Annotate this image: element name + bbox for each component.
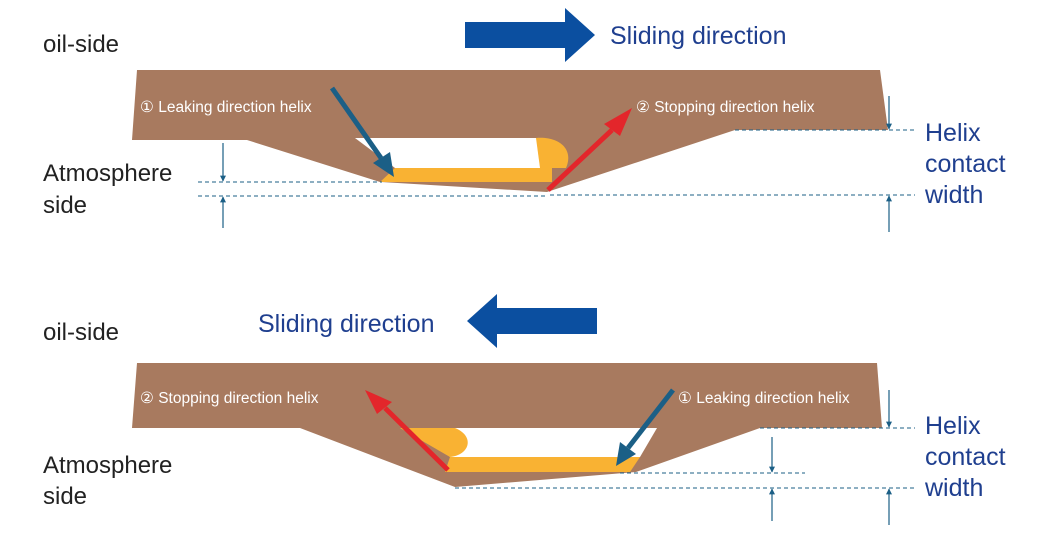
- helix-contact-dimension: [550, 96, 915, 232]
- oil-pocket: [536, 137, 569, 168]
- helix-gap: [355, 138, 548, 168]
- oil-pocket: [400, 428, 468, 457]
- leaking-helix-label: ① Leaking direction helix: [678, 390, 850, 407]
- helix-contact-label-line-3: width: [924, 181, 983, 209]
- atmosphere-dimension: [198, 143, 548, 228]
- helix-contact-label-line-1: Helix: [925, 119, 981, 147]
- panel-2: oil-side Sliding direction ② Stopping di…: [43, 294, 1006, 525]
- atmosphere-label-line-2: side: [43, 483, 87, 510]
- seal-lip-body: [132, 70, 888, 192]
- atmosphere-dimension: [455, 437, 915, 521]
- atmosphere-label-line-2: side: [43, 192, 87, 219]
- helix-contact-label-line-3: width: [924, 474, 983, 502]
- atmosphere-label-line-1: Atmosphere: [43, 160, 172, 187]
- helix-contact-dimension: [760, 390, 915, 525]
- atmosphere-label-line-1: Atmosphere: [43, 452, 172, 479]
- stopping-direction-arrow-icon: [546, 108, 632, 192]
- leaking-direction-arrow-icon: [329, 86, 394, 177]
- sliding-direction-label: Sliding direction: [258, 310, 435, 338]
- leaking-direction-arrow-icon: [616, 388, 675, 466]
- oil-film: [380, 168, 552, 182]
- stopping-helix-label: ② Stopping direction helix: [636, 99, 815, 116]
- stopping-helix-label: ② Stopping direction helix: [140, 390, 319, 407]
- helix-contact-label-line-1: Helix: [925, 412, 981, 440]
- helix-contact-label-line-2: contact: [925, 150, 1006, 178]
- stopping-direction-arrow-icon: [365, 390, 450, 472]
- sliding-direction-right-arrow-icon: [465, 8, 595, 62]
- helix-gap: [420, 428, 657, 457]
- leaking-helix-label: ① Leaking direction helix: [140, 99, 312, 116]
- helix-contact-label-line-2: contact: [925, 443, 1006, 471]
- oil-film: [445, 457, 640, 472]
- sliding-direction-left-arrow-icon: [467, 294, 597, 348]
- seal-lip-body: [132, 363, 882, 487]
- oil-side-label: oil-side: [43, 319, 119, 346]
- panel-1: oil-side Sliding direction ① Leaking dir…: [43, 8, 1006, 232]
- sliding-direction-label: Sliding direction: [610, 22, 787, 50]
- oil-side-label: oil-side: [43, 31, 119, 58]
